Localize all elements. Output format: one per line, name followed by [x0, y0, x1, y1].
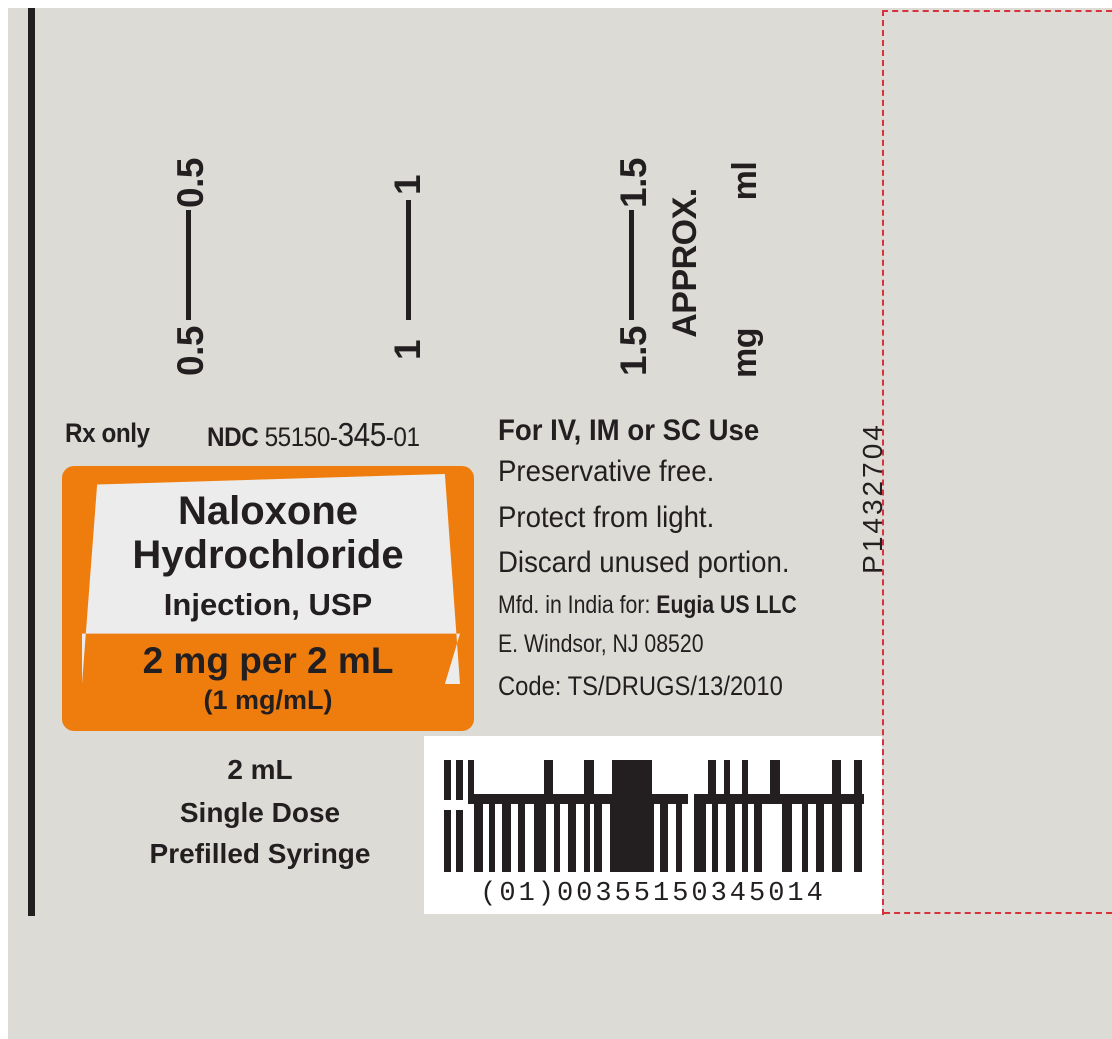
ndc-label: NDC [207, 422, 259, 452]
package-container: Prefilled Syringe [149, 838, 371, 869]
ndc-number: NDC 55150-345-01 [207, 416, 420, 454]
manufacturer-company: Eugia US LLC [656, 591, 797, 619]
manufacturer-address: E. Windsor, NJ 08520 [498, 630, 704, 658]
scale-tick-1 [406, 200, 411, 320]
barcode-icon [444, 760, 864, 872]
package-dose-type: Single Dose [179, 797, 341, 828]
barcode-number: (01)00355150345014 [480, 879, 826, 909]
manufacturer-prefix: Mfd. in India for: [498, 591, 657, 619]
manufacturer-line: Mfd. in India for: Eugia US LLC [498, 591, 797, 620]
storage-statement: Protect from light. [498, 501, 715, 534]
rx-only-text: Rx only [65, 418, 150, 448]
discard-statement: Discard unused portion. [498, 546, 790, 579]
die-cut-line-top [882, 10, 1112, 12]
left-border-rule [28, 8, 35, 916]
scale-mg-1: 1 [387, 339, 428, 361]
scale-tick-1-5 [629, 210, 634, 320]
concentration-text: (1 mg/mL) [203, 685, 333, 715]
scale-unit-mg: mg [726, 328, 764, 378]
strength-text: 2 mg per 2 mL [142, 640, 394, 681]
ndc-labeler-code: 55150- [264, 422, 338, 452]
license-code: Code: TS/DRUGS/13/2010 [498, 671, 783, 701]
scale-unit-ml: ml [726, 161, 764, 201]
ndc-package-code: -01 [385, 422, 420, 452]
drug-name-line1: Naloxone [177, 489, 359, 533]
scale-tick-0-5 [186, 210, 191, 320]
die-cut-line-vertical [882, 10, 884, 915]
ndc-product-code: 345 [337, 416, 387, 453]
scale-approx-label: APPROX. [666, 188, 704, 338]
dosage-form: Injection, USP [163, 587, 373, 622]
scale-ml-1-5: 1.5 [613, 158, 654, 208]
preservative-statement: Preservative free. [498, 455, 715, 488]
die-cut-line-horizontal [884, 912, 1112, 914]
route-of-administration: For IV, IM or SC Use [498, 414, 760, 447]
scale-mg-1-5: 1.5 [613, 326, 654, 376]
scale-ml-1: 1 [387, 174, 428, 196]
drug-name-line2: Hydrochloride [132, 533, 404, 577]
scale-mg-0-5: 0.5 [170, 326, 211, 376]
item-code: P1432704 [857, 422, 888, 574]
scale-ml-0-5: 0.5 [170, 158, 211, 208]
package-volume: 2 mL [227, 754, 293, 785]
